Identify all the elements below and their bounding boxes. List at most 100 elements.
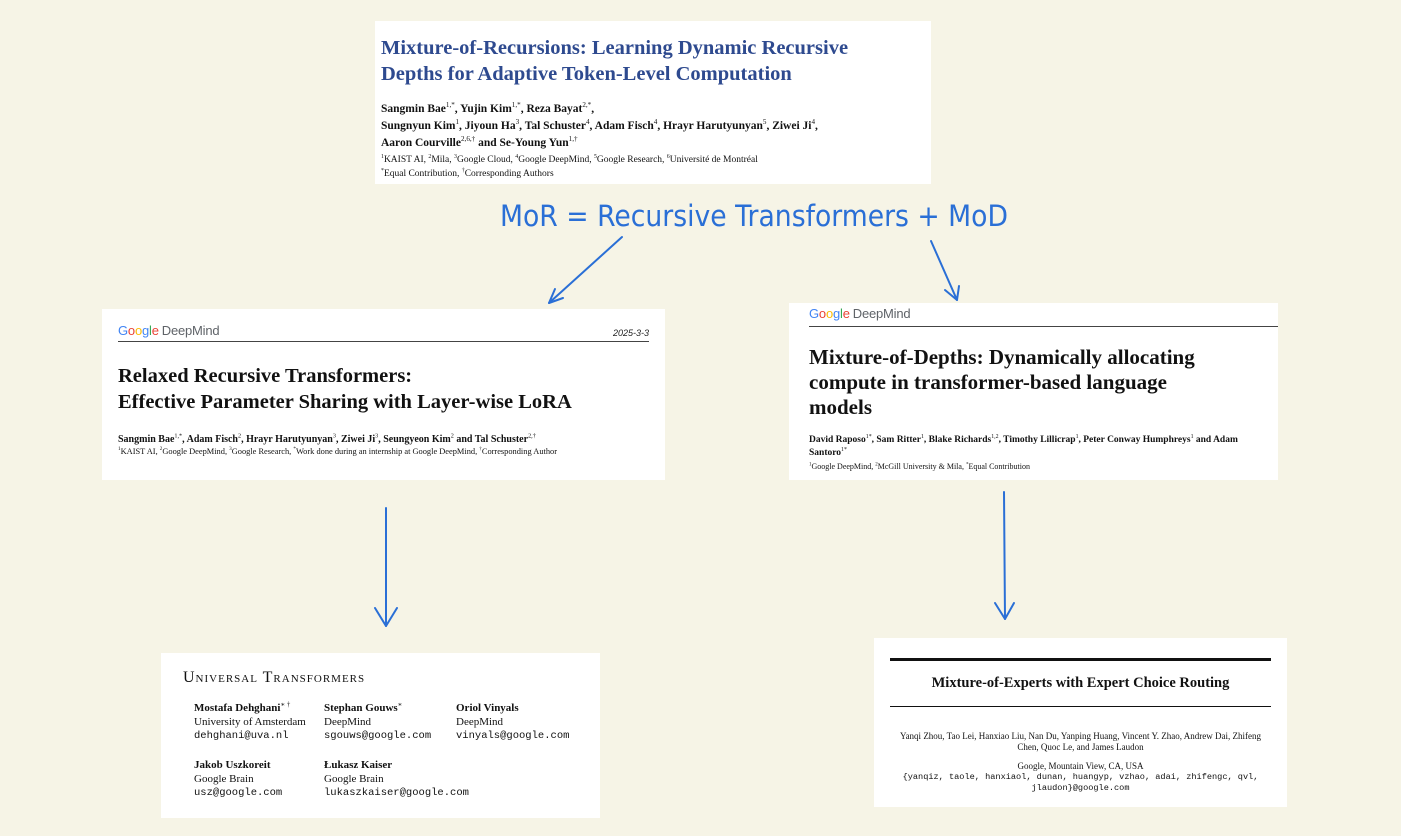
mor-affiliations: 1KAIST AI, 2Mila, 3Google Cloud, 4Google… (381, 153, 758, 165)
affiliation-marker: * (381, 167, 384, 174)
affiliation-marker: * (293, 446, 296, 453)
rrt-title: Relaxed Recursive Transformers: Effectiv… (118, 363, 649, 415)
arrow-to-relaxed (548, 236, 623, 304)
affiliation-marker: * (965, 462, 969, 468)
author-superscript: 1,† (568, 135, 578, 144)
affiliation-marker: 3 (454, 153, 457, 160)
ut-author-name: Łukasz Kaiser (324, 759, 393, 771)
author-name: Adam Fisch2 (186, 432, 242, 445)
and-word: and (1195, 435, 1212, 445)
author-name: Se-Young Yun1,† (499, 135, 578, 149)
ut-author-org: DeepMind (456, 716, 504, 728)
author-name: Sangmin Bae1,* (118, 432, 183, 445)
ut-author-org: Google Brain (194, 773, 254, 785)
ut-author-name: Stephan Gouws∗ (324, 701, 403, 714)
affiliation-text: Equal Contribution (968, 462, 1030, 471)
author-name: Yujin Kim1,* (460, 101, 521, 115)
logo-letter: o (134, 323, 142, 338)
mor-notes: *Equal Contribution, †Corresponding Auth… (381, 167, 554, 179)
title-rule (890, 706, 1271, 707)
logo-letter: e (842, 306, 850, 321)
author-superscript: 1 (1190, 433, 1194, 440)
ut-author-name: Mostafa Dehghani∗ † (194, 701, 291, 714)
affiliation-text: Google DeepMind (811, 462, 872, 471)
author-superscript: 4 (811, 118, 816, 127)
author-name: Seungyeon Kim2 (383, 432, 454, 445)
ut-author: Stephan Gouws∗ DeepMind sgouws@google.com (324, 701, 431, 743)
author-superscript: 1 (1075, 433, 1079, 440)
moe-title: Mixture-of-Experts with Expert Choice Ro… (931, 675, 1230, 691)
affiliation-marker: † (479, 446, 482, 453)
logo-letter: o (825, 306, 833, 321)
mixture-of-experts-paper-header: Mixture-of-Experts with Expert Choice Ro… (874, 638, 1287, 807)
author-superscript: 1,* (174, 432, 183, 440)
affiliation-marker: 1 (809, 462, 812, 468)
author-superscript: ∗ † (280, 701, 291, 709)
affiliation-marker: 5 (593, 153, 597, 160)
ut-author-org: DeepMind (324, 716, 372, 728)
affiliation-marker: 1 (118, 446, 121, 453)
affiliation-text: KAIST AI (383, 155, 424, 165)
affiliation-marker: 6 (666, 153, 670, 160)
affiliation-marker: 1 (381, 153, 384, 160)
affiliation-marker: † (461, 167, 465, 174)
mod-title-line1: Mixture-of-Depths: Dynamically allocatin… (809, 345, 1195, 369)
ut-author-email: lukaszkaiser@google.com (324, 787, 469, 799)
mod-affiliations: 1Google DeepMind, 2McGill University & M… (809, 462, 1030, 471)
author-name: Reza Bayat2,* (526, 101, 592, 115)
author-name: Aaron Courville2,6,† (381, 135, 476, 149)
logo-letter: G (118, 323, 128, 338)
logo-letters: Google (809, 306, 850, 321)
author-superscript: 1* (841, 446, 847, 453)
mod-title-line2: compute in transformer-based language (809, 370, 1167, 394)
paper-date: 2025-3-3 (612, 328, 649, 338)
affiliation-text: Mila (431, 155, 450, 165)
author-superscript: 2,6,† (460, 135, 476, 144)
author-superscript: 1 (920, 433, 924, 440)
logo-suffix: DeepMind (161, 323, 220, 338)
mod-title: Mixture-of-Depths: Dynamically allocatin… (809, 345, 1249, 420)
author-name: Adam Santoro1* (809, 435, 1238, 458)
affiliation-marker: 4 (515, 153, 519, 160)
author-superscript: 1,* (511, 101, 521, 110)
universal-transformers-paper-header: Universal Transformers Mostafa Dehghani∗… (161, 653, 600, 818)
author-superscript: 4 (653, 118, 658, 127)
affiliation-text: McGill University & Mila (877, 462, 962, 471)
ut-title: Universal Transformers (183, 669, 366, 686)
affiliation-text: Corresponding Author (481, 447, 557, 456)
affiliation-text: Google Research (596, 155, 663, 165)
ut-author-name: Oriol Vinyals (456, 702, 519, 714)
affiliation-text: Equal Contribution (383, 169, 458, 179)
ut-author-org: Google Brain (324, 773, 384, 785)
author-name: Blake Richards1,2 (928, 433, 999, 445)
ut-author: Mostafa Dehghani∗ †University of Amsterd… (194, 701, 306, 743)
ut-author-name: Jakob Uszkoreit (194, 759, 271, 771)
moe-emails: {yanqiz, taole, hanxiaol, dunan, huangyp… (890, 772, 1271, 793)
author-name: Ziwei Ji3 (340, 432, 379, 445)
affiliation-text: Corresponding Authors (464, 169, 554, 179)
and-word: and (456, 434, 473, 445)
affiliation-marker: 2 (875, 462, 878, 468)
affiliation-text: Google DeepMind (518, 155, 590, 165)
ut-author-email: sgouws@google.com (324, 730, 432, 742)
affiliation-marker: 2 (428, 153, 432, 160)
author-superscript: 2 (238, 432, 242, 440)
moe-emails-line2: jlaudon}@google.com (1031, 782, 1130, 793)
rrt-title-line2: Effective Parameter Sharing with Layer-w… (118, 391, 572, 413)
author-name: Hrayr Harutyunyan5 (663, 118, 767, 132)
mor-title-line1: Mixture-of-Recursions: Learning Dynamic … (381, 37, 849, 59)
logo-letter: l (149, 323, 152, 338)
author-superscript: 2,† (528, 432, 536, 440)
mor-paper-header: Mixture-of-Recursions: Learning Dynamic … (375, 21, 931, 184)
affiliation-marker: 3 (229, 446, 232, 453)
author-name: Ziwei Ji4 (772, 118, 816, 132)
author-superscript: 5 (762, 118, 767, 127)
author-name: Sam Ritter1 (876, 433, 924, 445)
